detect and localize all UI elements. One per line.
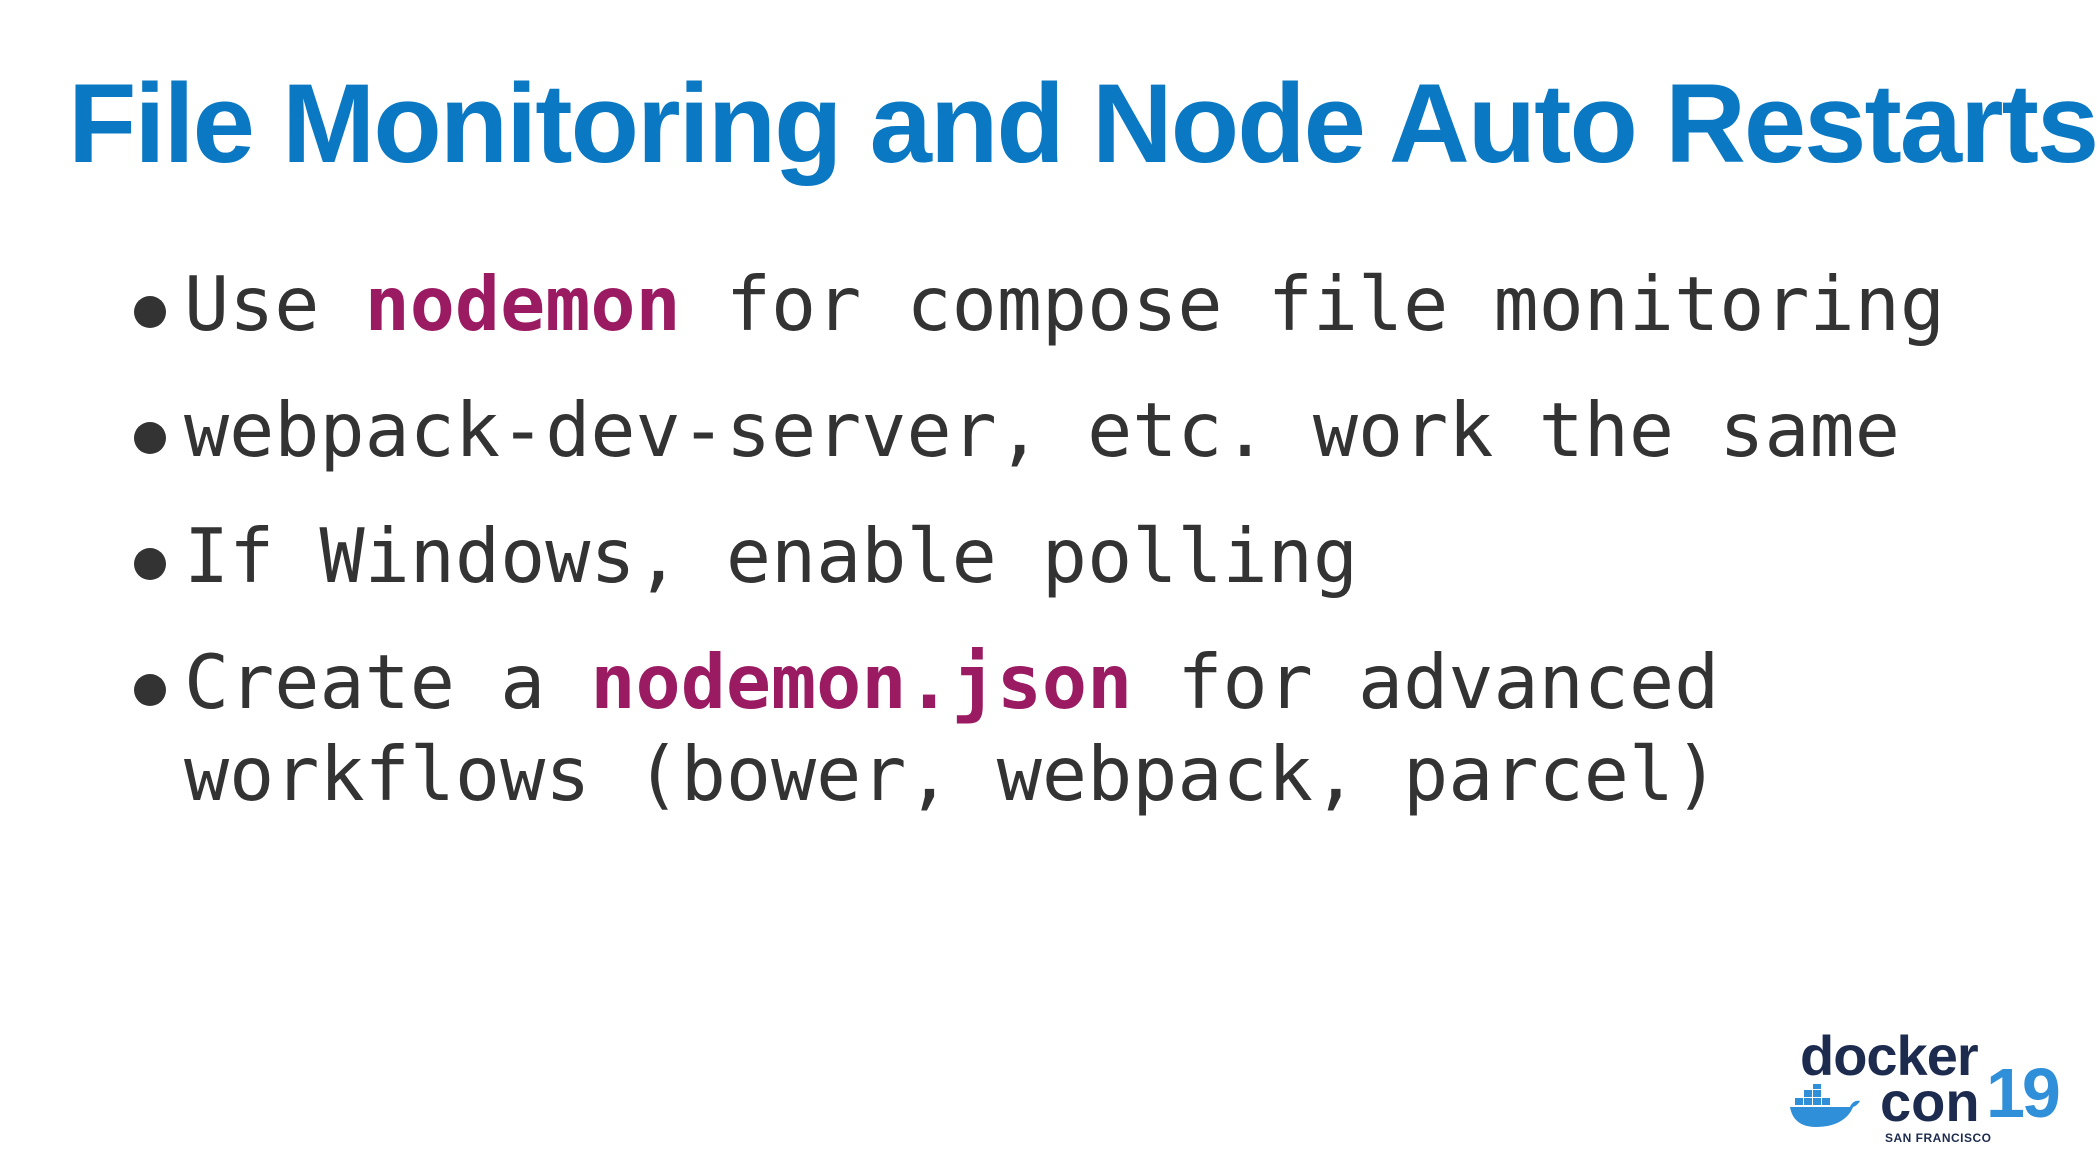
bullet-item-webpack: webpack-dev-server, etc. work the same: [130, 384, 1945, 476]
logo-city: SAN FRANCISCO: [1885, 1131, 1992, 1145]
bullet-item-windows: If Windows, enable polling: [130, 510, 1945, 602]
bullet-text-before: Create a: [184, 638, 591, 726]
bullet-dot: [134, 422, 166, 454]
bullet-dot: [134, 296, 166, 328]
bullet-text: webpack-dev-server, etc. work the same: [184, 386, 1900, 474]
logo-year: 19: [1986, 1054, 2061, 1132]
slide: File Monitoring and Node Auto Restarts U…: [68, 61, 2097, 1146]
dockercon-logo: docker con 19 SAN FRANCISCO: [1790, 1024, 2061, 1146]
logo-word-docker: docker: [1800, 1024, 1979, 1087]
bullet-item-nodemon: Use nodemon for compose file monitoring: [130, 258, 1945, 350]
bullet-text-before: Use: [184, 260, 365, 348]
bullet-text-line2: workflows (bower, webpack, parcel): [184, 730, 1720, 818]
logo-word-con: con: [1880, 1070, 1980, 1133]
bullet-text-after: for compose file monitoring: [680, 260, 1946, 348]
bullet-item-nodemon-json: Create a nodemon.json for advanced workf…: [130, 636, 1945, 820]
bullet-text: If Windows, enable polling: [184, 512, 1358, 600]
docker-whale-icon: [1790, 1084, 1860, 1127]
slide-title: File Monitoring and Node Auto Restarts: [68, 61, 2097, 186]
bullet-text-after: for advanced: [1132, 638, 1720, 726]
bullet-dot: [134, 674, 166, 706]
bullet-list: Use nodemon for compose file monitoring …: [130, 258, 1945, 854]
highlight-nodemon: nodemon: [364, 260, 681, 348]
bullet-dot: [134, 548, 166, 580]
highlight-nodemon-json: nodemon.json: [590, 638, 1133, 726]
